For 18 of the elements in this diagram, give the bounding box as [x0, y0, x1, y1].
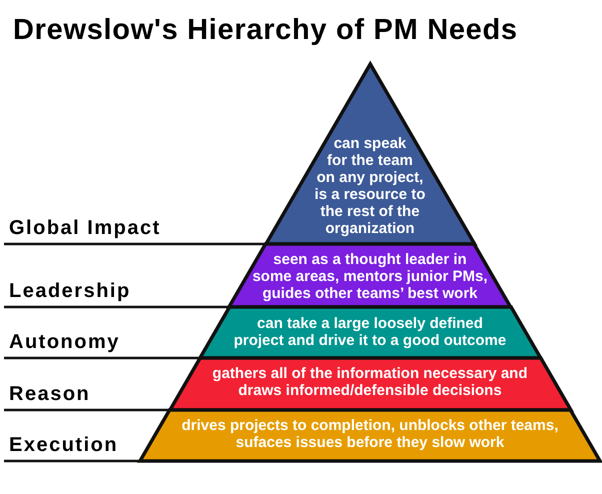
title: Drewslow's Hierarchy of PM Needs [13, 13, 518, 47]
tier-label: Reason [9, 382, 90, 406]
pyramid-tier [196, 303, 544, 362]
leader-line [4, 460, 140, 462]
tier-label: Autonomy [9, 330, 120, 354]
tier-label: Leadership [9, 279, 131, 303]
leader-line [4, 242, 266, 246]
tier-description: can speak for the team on any project, is a resource to the rest of the organization [314, 134, 426, 236]
leader-line [4, 408, 170, 412]
tier-description: gathers all of the information necessary and draws informed/defensible decisions [212, 364, 528, 398]
leader-line [4, 356, 200, 360]
tier-label: Execution [9, 433, 118, 457]
tier-description: seen as a thought leader in some areas, mentors junior PMs, guides other teams’ best work [252, 250, 488, 302]
tier-description: can take a large loosely defined project and drive it to a good outcome [234, 314, 506, 348]
leader-line [4, 306, 230, 308]
tier-description: drives projects to completion, unblocks other teams, sufaces issues before they slow work [182, 416, 558, 450]
pyramid-tier [136, 406, 602, 465]
tier-label: Global Impact [9, 216, 161, 240]
